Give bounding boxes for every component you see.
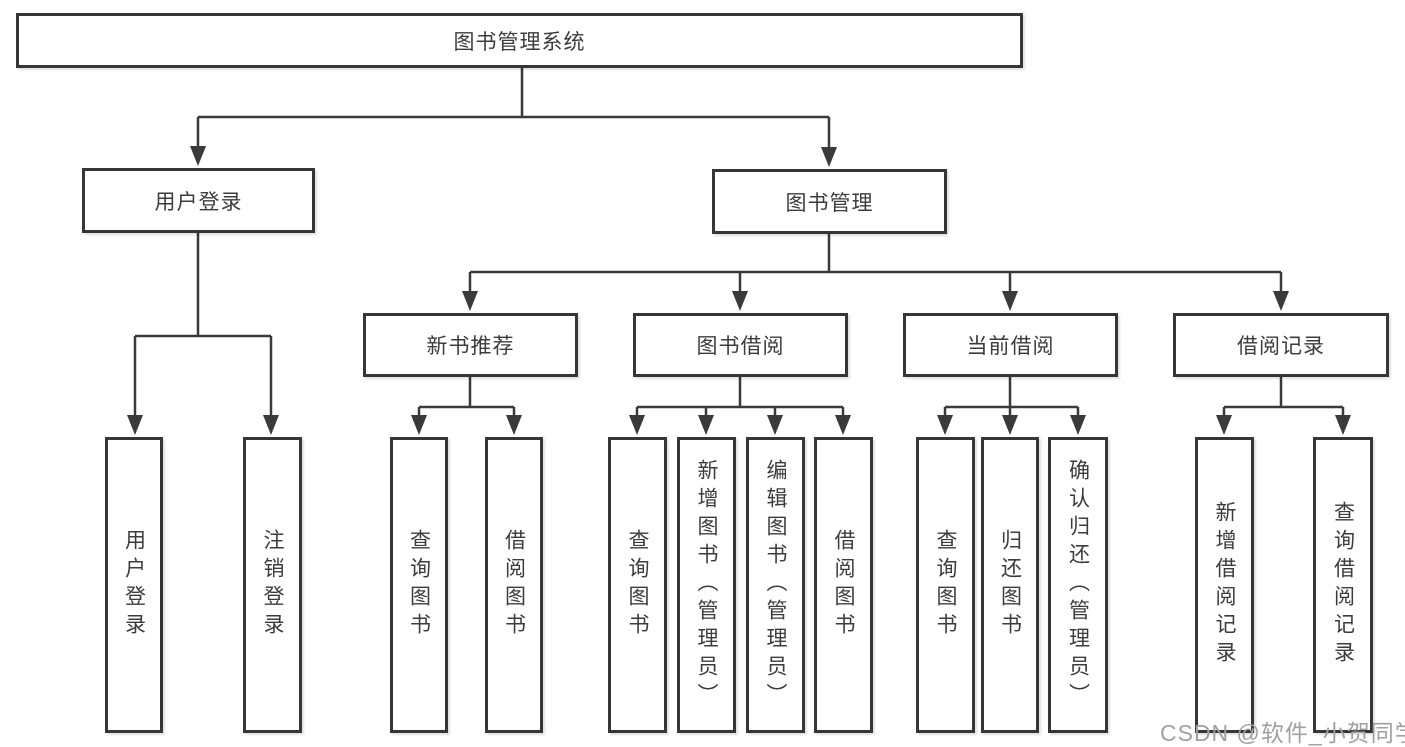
leaf-query-books-recommend: 查询图书 <box>390 437 448 733</box>
leaf-return-books: 归还图书 <box>981 437 1039 733</box>
node-label: 注销登录 <box>261 529 284 641</box>
leaf-confirm-return-admin: 确认归还（管理员） <box>1048 437 1108 733</box>
leaf-borrow-books: 借阅图书 <box>814 437 873 733</box>
node-label: 借阅图书 <box>832 529 855 641</box>
node-label: 图书借阅 <box>696 335 785 358</box>
watermark: CSDN @软件_小贺同学 <box>1160 720 1405 746</box>
leaf-borrow-books-recommend: 借阅图书 <box>485 437 543 733</box>
node-label: 确认归还（管理员） <box>1066 459 1090 711</box>
leaf-query-borrow-record: 查询借阅记录 <box>1313 437 1373 733</box>
node-label: 当前借阅 <box>966 335 1055 358</box>
node-label: 新书推荐 <box>426 335 515 358</box>
node-label: 新增借阅记录 <box>1213 501 1236 669</box>
node-label: 图书管理 <box>785 191 874 215</box>
node-book-management: 图书管理 <box>712 169 947 234</box>
node-label: 用户登录 <box>154 190 243 214</box>
leaf-user-login: 用户登录 <box>105 437 163 733</box>
node-label: 用户登录 <box>122 529 146 641</box>
node-label: 查询图书 <box>934 529 957 641</box>
node-book-borrowing: 图书借阅 <box>633 313 848 377</box>
node-label: 查询图书 <box>407 529 431 641</box>
node-user-login: 用户登录 <box>82 168 315 233</box>
node-label: 查询图书 <box>626 529 649 641</box>
node-library-management-system: 图书管理系统 <box>16 13 1023 68</box>
leaf-add-books-admin: 新增图书（管理员） <box>677 437 736 733</box>
node-label: 新增图书（管理员） <box>695 459 718 711</box>
leaf-query-books-borrowing: 查询图书 <box>608 437 667 733</box>
leaf-query-books-current: 查询图书 <box>916 437 975 733</box>
node-label: 编辑图书（管理员） <box>764 459 787 711</box>
node-label: 借阅记录 <box>1237 335 1325 358</box>
node-current-borrowing: 当前借阅 <box>903 313 1118 377</box>
node-label: 归还图书 <box>998 529 1022 641</box>
leaf-edit-books-admin: 编辑图书（管理员） <box>746 437 805 733</box>
node-borrowing-records: 借阅记录 <box>1173 313 1389 377</box>
node-label: 查询借阅记录 <box>1331 501 1355 669</box>
node-new-book-recommend: 新书推荐 <box>363 313 578 377</box>
leaf-logout: 注销登录 <box>243 437 302 733</box>
node-label: 借阅图书 <box>502 529 526 641</box>
leaf-add-borrow-record: 新增借阅记录 <box>1195 437 1254 733</box>
node-label: 图书管理系统 <box>453 30 586 54</box>
